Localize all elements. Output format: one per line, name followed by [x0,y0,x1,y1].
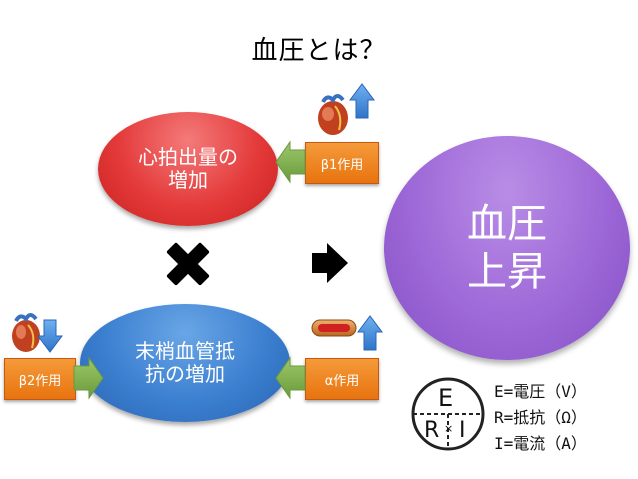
formula-r-letter: R [424,418,439,443]
multiply-icon [166,242,210,286]
arrow-alpha-to-resistance [276,358,305,398]
heart-icon [12,315,40,352]
legend-current: I=電流（A） [494,430,587,454]
arrow-beta2-to-resistance [74,358,103,398]
legend-resistance: R=抵抗（Ω） [494,404,587,428]
arrow-beta1-to-cardiac [276,142,305,182]
down-arrow-icon [38,320,62,352]
up-arrow-icon [350,84,374,118]
heart-icon [318,96,348,135]
up-arrow-icon [358,316,382,350]
blood-vessel-icon [312,320,356,336]
formula-e-letter: E [438,384,453,412]
formula-i-letter: I [459,418,466,443]
legend-voltage: E=電圧（V） [494,378,587,402]
formula-multiply-sign: × [444,422,453,435]
right-arrow-icon [312,243,348,283]
